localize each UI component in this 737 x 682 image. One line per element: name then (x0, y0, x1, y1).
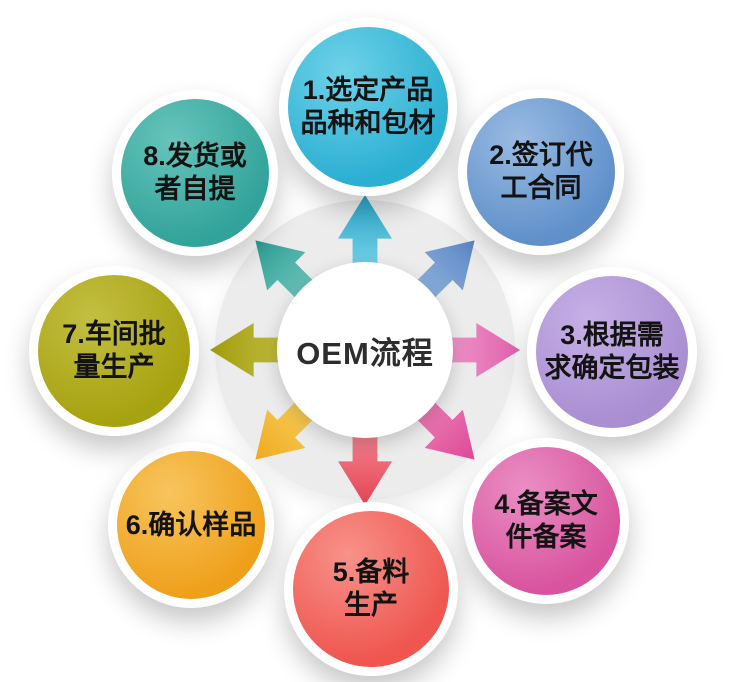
step-circle-8: 8.发货或 者自提 (112, 90, 278, 256)
center-label: OEM流程 (296, 335, 434, 371)
step-circle-2: 2.签订代 工合同 (458, 89, 624, 255)
step-circle-5: 5.备料 生产 (284, 502, 458, 676)
step-label-8: 8.发货或 者自提 (143, 141, 247, 204)
step-label-4: 4.备案文 件备案 (494, 489, 598, 552)
step-circle-4: 4.备案文 件备案 (463, 438, 629, 604)
step-circle-1: 1.选定产品 品种和包材 (279, 18, 457, 196)
step-label-6: 6.确认样品 (125, 509, 257, 540)
step-label-3: 3.根据需 求确定包装 (544, 320, 680, 383)
step-label-2: 2.签订代 工合同 (489, 140, 593, 203)
step-label-1: 1.选定产品 品种和包材 (300, 75, 436, 138)
step-label-7: 7.车间批 量生产 (62, 319, 166, 382)
step-label-5: 5.备料 生产 (332, 557, 410, 620)
step-circle-6: 6.确认样品 (108, 442, 274, 608)
center-circle: OEM流程 (277, 262, 453, 438)
step-circle-7: 7.车间批 量生产 (29, 266, 199, 436)
step-circle-3: 3.根据需 求确定包装 (527, 267, 697, 437)
